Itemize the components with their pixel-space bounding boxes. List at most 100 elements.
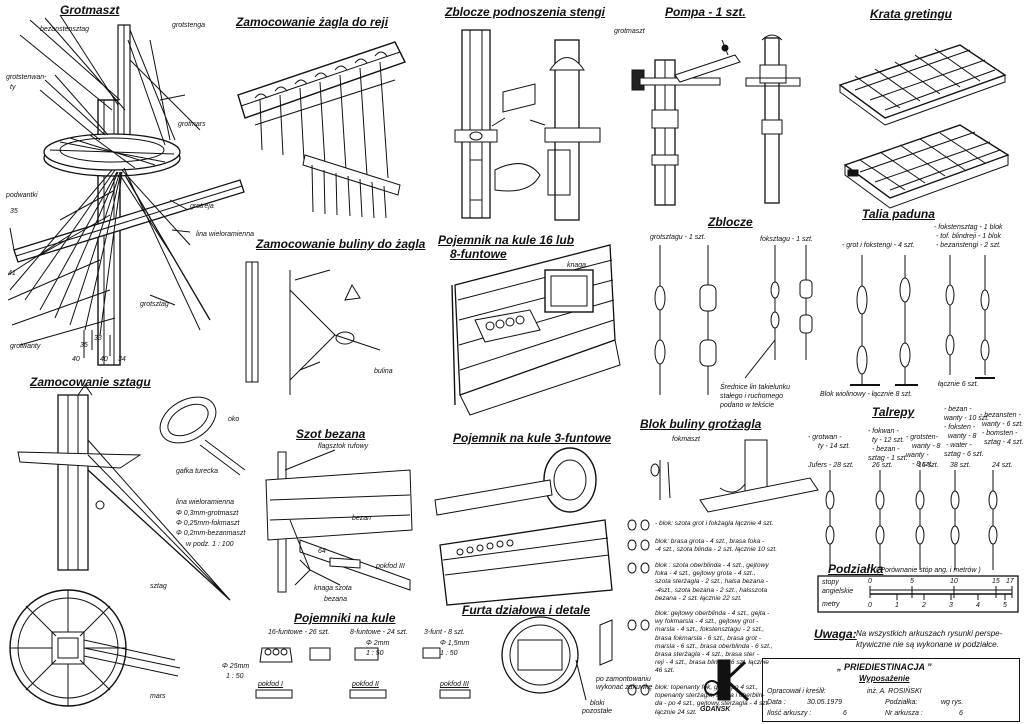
label-pojemnik3: 3-funt - 8 szt. [424, 629, 465, 636]
label-scale-a: 1 : 50 [226, 673, 244, 680]
heading-zamocowanie-sztagu: Zamocowanie sztagu [30, 375, 151, 389]
scale-feet-0: 0 [868, 578, 872, 585]
label-lina-wieloramienna: lina wieloramienna [196, 231, 254, 238]
label-lacznie6: łącznie 6 szt. [938, 381, 979, 388]
label-podwantki: podwantki [6, 192, 38, 199]
label-tal-wanty: wanty - [906, 452, 929, 459]
heading-szot-bezana: Szot bezana [296, 427, 366, 441]
label-tal-wanty6: wanty - 6 szt. [982, 421, 1024, 428]
title-block: „ PRIEDIESTINACJA ” Wyposażenie Opracowa… [762, 658, 1020, 722]
block-note-line: szota sterżagla - 2 szt., halsa bezana - [655, 578, 768, 586]
label-nr-arkusza: Nr arkusza : [885, 710, 923, 717]
block-note-line: wy fokmarsla - 4 szt., gejtowy grot - [655, 618, 759, 626]
heading-talia: Talia paduna [862, 207, 935, 221]
block-note-4: blok: gejtowy oberblinda - 4 szt., gejta… [655, 610, 773, 676]
label-tal-wanty8b: wanty - 8 [948, 433, 977, 440]
label-tal-fokstenwanty: - foksten - [944, 424, 976, 431]
label-pokfod3b: pokfod III [440, 681, 469, 688]
label-tal-water: - water - [946, 442, 972, 449]
scale-description: ( Porównanie stóp ang. i metrów ) [876, 567, 981, 574]
heading-uwaga: Uwaga: [814, 627, 857, 641]
block-note-line: da - po 4 szt., gejtowy sterżagla - 4 sz… [655, 700, 770, 708]
heading-pompa: Pompa - 1 szt. [665, 5, 746, 19]
label-tal-grotwanty: - grotwan - [808, 434, 842, 441]
label-srednice-a: Średnice lin takielunku [720, 384, 791, 391]
scale-m-5: 5 [1003, 602, 1007, 609]
block-note-line: foka - 4 szt., gejtowy grota - 4 szt., [655, 570, 756, 578]
block-note-5: blok: topenanty fok, grot - po 4 szt., t… [655, 684, 769, 717]
label-phi-bezanmaszt: Φ 0,2mm-bezanmaszt [176, 530, 246, 537]
label-35b: 35 [80, 342, 88, 349]
project-name: „ PRIEDIESTINACJA ” [837, 662, 932, 672]
block-note-line: marsla - 4 szt., fokstensztagu - 2 szt., [655, 626, 765, 634]
label-phi15: Φ 1,5mm [440, 640, 470, 647]
label-40a: 40 [72, 356, 80, 363]
zamocowanie-zagla-drawing [237, 41, 406, 219]
scale-m-4: 4 [976, 602, 980, 609]
pojemnik-16-drawing [451, 244, 621, 416]
pompa-drawing [631, 34, 801, 206]
talia-drawing [850, 255, 995, 386]
label-sztag: sztag [150, 583, 167, 590]
label-po-zamont-a: po zamontowaniu [596, 676, 651, 683]
block-note-line: -4 szt., szota blinda - 2 szt. łącznie 1… [655, 546, 778, 554]
label-blok-wiolinowy: Blok wiolinowy - łącznie 8 szt. [820, 391, 913, 398]
label-grotstenga: grotstenga [172, 22, 206, 29]
label-talia-d: - grot i fokstengi - 4 szt. [842, 242, 915, 249]
label-40b: 40 [100, 356, 108, 363]
label-data: Data : [767, 699, 786, 706]
scale-m-3: 3 [949, 602, 953, 609]
heading-pojemnik-16-b: 8-funtowe [450, 247, 507, 261]
heading-pojemnik-3: Pojemnik na kule 3-funtowe [453, 431, 612, 445]
block-note-1: - blok: szota grot i fokżagla łącznie 4 … [655, 520, 773, 528]
zblocze-drawing [654, 245, 813, 395]
label-grotstenwanty-b: ty [10, 84, 16, 91]
label-grotsztag: grotsztag [140, 301, 169, 308]
scale-label-metry: metry [822, 601, 840, 608]
grotmaszt-drawing [7, 14, 245, 366]
block-note-line: łącznie 24 szt. [655, 708, 697, 716]
label-pojemnik8: 8-funtowe - 24 szt. [350, 629, 408, 636]
label-lina-wielo2: lina wieloramienna [176, 499, 234, 506]
scale-m-1: 1 [895, 602, 899, 609]
label-scale-c: 1 : 50 [440, 650, 458, 657]
label-bulina: bulina [374, 368, 393, 375]
heading-zamocowanie-zagla: Zamocowanie żagla do reji [236, 15, 389, 29]
label-talia-a: - fokstensztag - 1 blok [934, 224, 1003, 231]
label-srednice-c: podano w tekście [720, 402, 775, 409]
label-talia-c: - bezanstengi - 2 szt. [936, 242, 1001, 249]
label-tal-ty12: ty - 12 szt. [872, 437, 905, 444]
label-tal-sztag1: sztag - 1 szt. [868, 455, 908, 462]
label-pokfod2: pokfod II [352, 681, 379, 688]
logo-mark [704, 659, 750, 702]
zamocowanie-buliny-drawing [245, 261, 381, 395]
label-srednice-b: stałego i ruchomego [720, 393, 784, 400]
block-note-line: - blok: szota grot i fokżagla łącznie 4 … [655, 520, 774, 527]
label-grotstenwanty-a: grotstenwan- [6, 74, 47, 81]
block-note-line: brasa sterżagla - 4 szt., brasa ster - [655, 651, 759, 659]
heading-zblocze: Zblocze [708, 215, 753, 229]
label-pokfod1: pokfod I [258, 681, 283, 688]
label-34: 34 [118, 356, 126, 363]
heading-podzialka: Podziałka [828, 562, 884, 576]
value-data: 30.05.1979 [807, 699, 843, 706]
heading-furta: Furta działowa i detale [462, 603, 591, 617]
value-nr-arkusza: 6 [959, 710, 963, 717]
sheet-subtitle: Wyposażenie [859, 674, 910, 683]
furta-drawing [501, 616, 613, 701]
krata-drawing [838, 44, 1010, 209]
label-33: 33 [94, 335, 102, 342]
scale-bar [817, 575, 1019, 613]
block-icons [627, 519, 650, 696]
block-note-2: blok: brasa grota - 4 szt., brasa foka -… [655, 538, 777, 554]
heading-zamocowanie-buliny: Zamocowanie buliny do żagla [256, 237, 426, 251]
label-phi25: Φ 25mm [222, 663, 250, 670]
scale-feet-5: 5 [910, 578, 914, 585]
heading-pojemniki: Pojemniki na kule [294, 611, 396, 625]
label-knaga-szota-b: bezana [324, 596, 347, 603]
label-grotwanty: grotwanty [10, 343, 41, 350]
value-ilosc-arkuszy: 6 [843, 710, 847, 717]
label-41: 41 [8, 270, 16, 277]
label-po-zamont-b: wykonać zakuwkę [596, 684, 653, 691]
label-mars: mars [150, 693, 166, 700]
